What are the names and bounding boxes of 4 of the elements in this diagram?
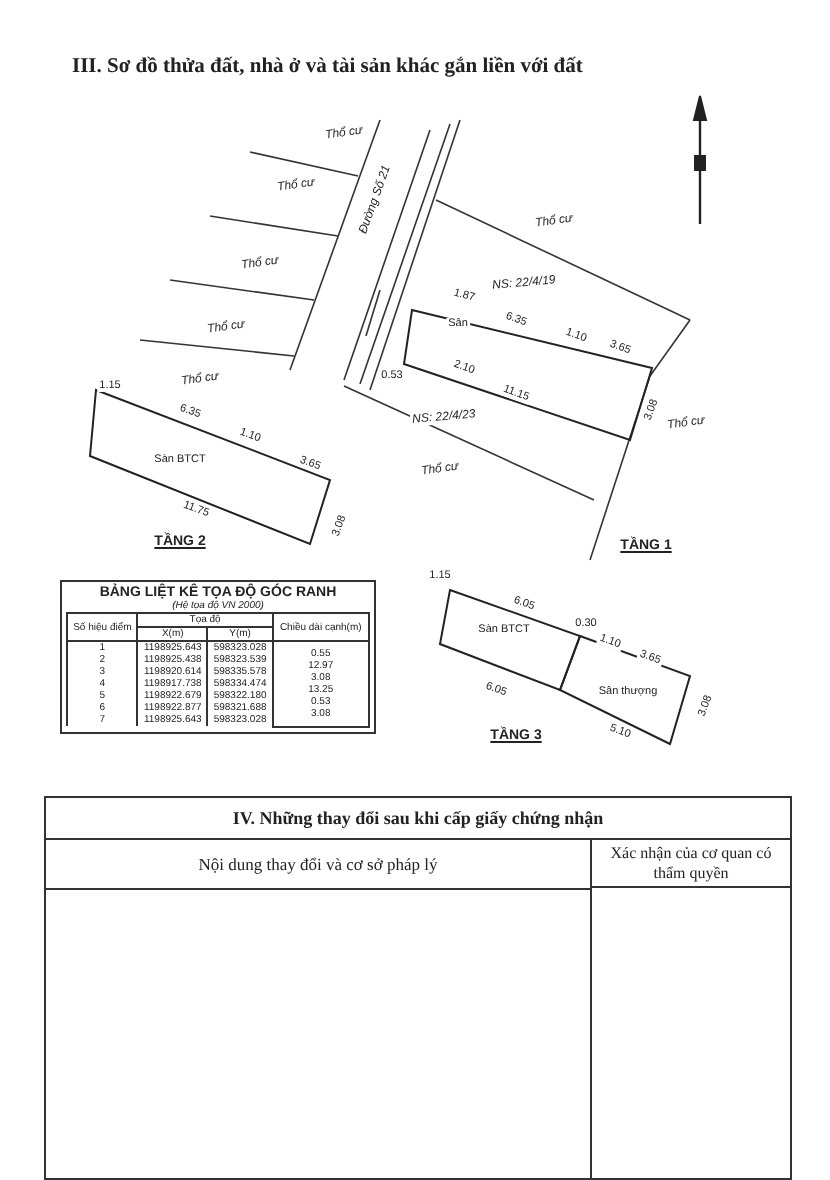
- column-header: Nội dung thay đổi và cơ sở pháp lý: [46, 840, 592, 890]
- column-header: Xác nhận của cơ quan có thẩm quyền: [592, 840, 790, 888]
- section-heading: III. Sơ đồ thửa đất, nhà ở và tài sản khác gắn liền với đất: [72, 56, 583, 78]
- table-heading: IV. Những thay đổi sau khi cấp giấy chứng nhận: [46, 798, 790, 840]
